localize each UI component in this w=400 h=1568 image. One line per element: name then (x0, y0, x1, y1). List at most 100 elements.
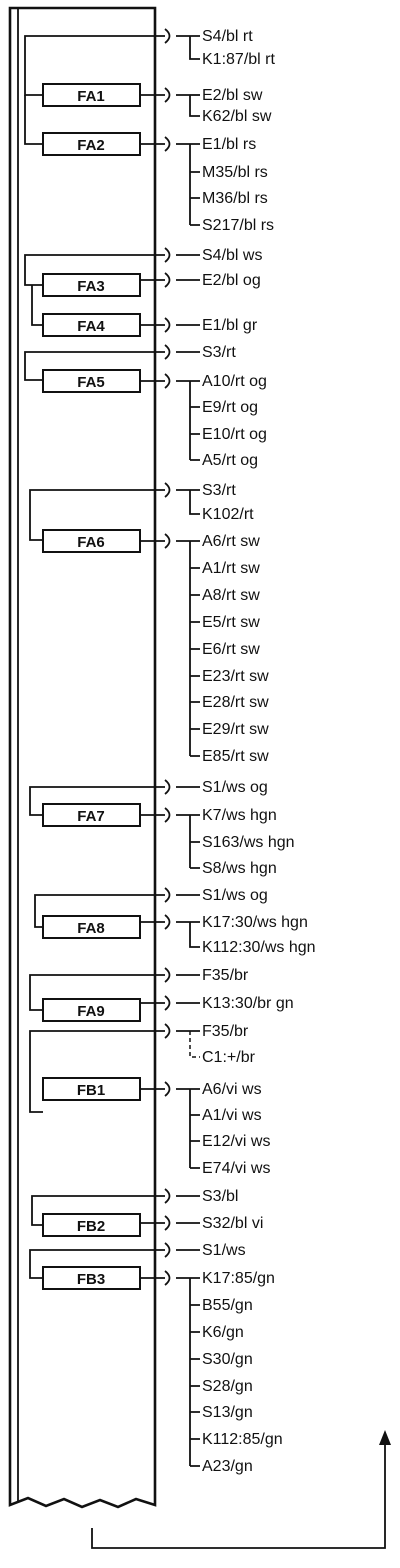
fa6-consumer-7: E28/rt sw (202, 694, 269, 711)
fa9-supply-connector (164, 967, 200, 983)
fa4-consumer-1: E1/bl gr (202, 317, 258, 334)
fa2-supply-loop (24, 95, 43, 145)
fa1-supply-branches (164, 28, 200, 60)
fb1-supply-2: C1:+/br (202, 1049, 256, 1066)
fb3-consumer-1: K17:85/gn (202, 1270, 275, 1287)
fuse-label-fa5: FA5 (77, 374, 105, 391)
fa8-consumer-1: K17:30/ws hgn (202, 914, 308, 931)
fa9-consumer-1: K13:30/br gn (202, 995, 294, 1012)
fa6-supply-2: K102/rt (202, 506, 254, 523)
fb1-supply-1: F35/br (202, 1023, 249, 1040)
fa5-consumer-1: A10/rt og (202, 373, 267, 390)
fuse-box-fa3[interactable] (42, 273, 141, 297)
fb1-feed-wire (140, 1081, 200, 1169)
fa1-connector-out (164, 87, 200, 117)
fa1-consumer-1: E2/bl sw (202, 87, 263, 104)
fb3-consumer-3: K6/gn (202, 1324, 244, 1341)
fa6-supply-1: S3/rt (202, 482, 236, 499)
fuse-label-fb3: FB3 (77, 1271, 105, 1288)
fa4-supply-loop (31, 285, 43, 326)
fb2-supply-connector (164, 1188, 200, 1204)
fuse-label-fa2: FA2 (77, 137, 105, 154)
fuse-box-fa8[interactable] (42, 915, 141, 939)
fb2-supply-loop (31, 1195, 165, 1226)
fa9-supply-1: F35/br (202, 967, 249, 984)
fa3-supply-loop (24, 254, 165, 286)
fb3-supply-loop (29, 1249, 165, 1279)
fa5-supply-loop (24, 351, 165, 381)
fa6-consumer-4: E5/rt sw (202, 614, 260, 631)
fa6-consumer-5: E6/rt sw (202, 641, 260, 658)
fb1-consumer-2: A1/vi ws (202, 1107, 262, 1124)
fa7-supply-connector (164, 779, 200, 795)
fa5-consumer-3: E10/rt og (202, 426, 267, 443)
fa7-feed-wire (140, 807, 200, 869)
fuse-box-fb2[interactable] (42, 1213, 141, 1237)
fa6-supply-loop (29, 489, 165, 541)
fb3-consumer-8: A23/gn (202, 1458, 253, 1475)
fb2-consumer-1: S32/bl vi (202, 1215, 263, 1232)
fa2-consumer-2: M35/bl rs (202, 164, 268, 181)
fa6-consumer-9: E85/rt sw (202, 748, 269, 765)
fa6-supply-connector (164, 482, 200, 515)
fa7-consumer-2: S163/ws hgn (202, 834, 295, 851)
fuse-label-fa6: FA6 (77, 534, 105, 551)
fuse-label-fa4: FA4 (77, 318, 105, 335)
fa7-supply-1: S1/ws og (202, 779, 268, 796)
continuation-arrowhead-icon (379, 1430, 391, 1445)
fuse-label-fb2: FB2 (77, 1218, 105, 1235)
fa1-supply-2: K1:87/bl rt (202, 51, 275, 68)
fb1-supply-connector (164, 1023, 200, 1039)
fuse-label-fa1: FA1 (77, 88, 105, 105)
fb1-supply-loop (29, 1030, 165, 1113)
fa8-feed-wire (140, 914, 200, 948)
fa5-supply-1: S3/rt (202, 344, 236, 361)
fuse-label-fb1: FB1 (77, 1082, 105, 1099)
fa2-feed-wire (140, 136, 200, 226)
fb1-consumer-1: A6/vi ws (202, 1081, 262, 1098)
fb3-consumer-7: K112:85/gn (202, 1431, 283, 1448)
fa3-supply-1: S4/bl ws (202, 247, 262, 264)
fb3-feed-wire (140, 1270, 200, 1467)
fa8-supply-connector (164, 887, 200, 903)
fa2-consumer-1: E1/bl rs (202, 136, 256, 153)
fa3-supply-connector (164, 247, 200, 263)
fa8-consumer-2: K112:30/ws hgn (202, 939, 316, 956)
fa6-consumer-1: A6/rt sw (202, 533, 260, 550)
continuation-arrow-line (91, 1440, 386, 1549)
fa1-consumer-2: K62/bl sw (202, 108, 272, 125)
fa6-consumer-3: A8/rt sw (202, 587, 260, 604)
fb3-consumer-2: B55/gn (202, 1297, 253, 1314)
fa6-consumer-6: E23/rt sw (202, 668, 269, 685)
fb3-consumer-5: S28/gn (202, 1378, 253, 1395)
fb2-supply-1: S3/bl (202, 1188, 238, 1205)
fb2-feed-wire (140, 1215, 200, 1231)
fb3-supply-1: S1/ws (202, 1242, 246, 1259)
fuse-box-fa9[interactable] (42, 998, 141, 1022)
fa8-supply-1: S1/ws og (202, 887, 268, 904)
fa5-feed-wire (140, 373, 200, 461)
fa4-feed-wire (140, 317, 200, 333)
fa9-feed-wire (140, 995, 200, 1011)
fa7-consumer-1: K7/ws hgn (202, 807, 277, 824)
fa8-supply-loop (34, 894, 165, 928)
fa5-supply-connector (164, 344, 200, 360)
fuse-label-fa9: FA9 (77, 1003, 105, 1020)
fa6-consumer-2: A1/rt sw (202, 560, 260, 577)
fa3-consumer-1: E2/bl og (202, 272, 261, 289)
fuse-label-fa8: FA8 (77, 920, 105, 937)
fuse-box-outline (8, 6, 157, 1509)
fa5-consumer-4: A5/rt og (202, 452, 258, 469)
fb1-optional-branch (189, 1031, 200, 1058)
fb3-supply-connector (164, 1242, 200, 1258)
fa6-consumer-8: E29/rt sw (202, 721, 269, 738)
fa2-consumer-3: M36/bl rs (202, 190, 268, 207)
fb3-consumer-6: S13/gn (202, 1404, 253, 1421)
fuse-label-fa3: FA3 (77, 278, 105, 295)
fa2-consumer-4: S217/bl rs (202, 217, 274, 234)
fb3-consumer-4: S30/gn (202, 1351, 253, 1368)
fa3-feed-wire (140, 272, 200, 288)
fa6-feed-wire (140, 533, 200, 757)
fa1-supply-loop (24, 35, 165, 96)
